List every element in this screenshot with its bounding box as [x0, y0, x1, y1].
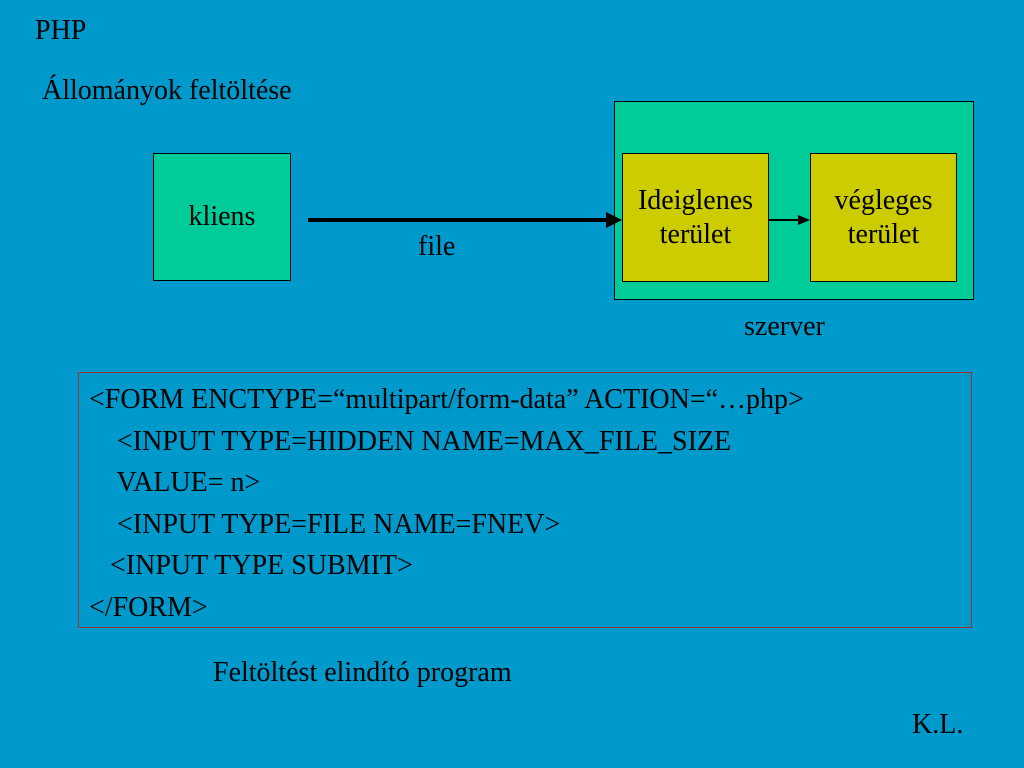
code-line: <INPUT TYPE=FILE NAME=FNEV>: [89, 508, 561, 540]
author-initials: K.L.: [912, 709, 964, 740]
temporary-area-label-line1: Ideiglenes: [637, 184, 754, 216]
code-box: <FORM ENCTYPE=“multipart/form-data” ACTI…: [78, 372, 972, 628]
code-caption: Feltöltést elindító program: [213, 657, 512, 688]
final-area-box: végleges terület: [810, 153, 957, 282]
code-line: </FORM>: [89, 591, 208, 623]
file-label: file: [418, 231, 456, 262]
code-line: <FORM ENCTYPE=“multipart/form-data” ACTI…: [89, 384, 804, 415]
client-label: kliens: [188, 201, 256, 232]
temporary-area-label-line2: terület: [659, 218, 732, 250]
slide-title: PHP: [35, 15, 87, 46]
client-box: kliens: [153, 153, 291, 281]
code-line: <INPUT TYPE SUBMIT>: [89, 550, 413, 581]
server-label: szerver: [744, 311, 825, 342]
code-line: <INPUT TYPE=HIDDEN NAME=MAX_FILE_SIZE: [89, 425, 732, 457]
final-area-label-line2: terület: [847, 218, 920, 250]
upload-arrow: [308, 212, 622, 228]
final-area-label-line1: végleges: [834, 184, 933, 216]
slide-subtitle: Állományok feltöltése: [42, 75, 292, 106]
temporary-area-box: Ideiglenes terület: [622, 153, 769, 282]
code-line: VALUE= n>: [89, 467, 261, 498]
